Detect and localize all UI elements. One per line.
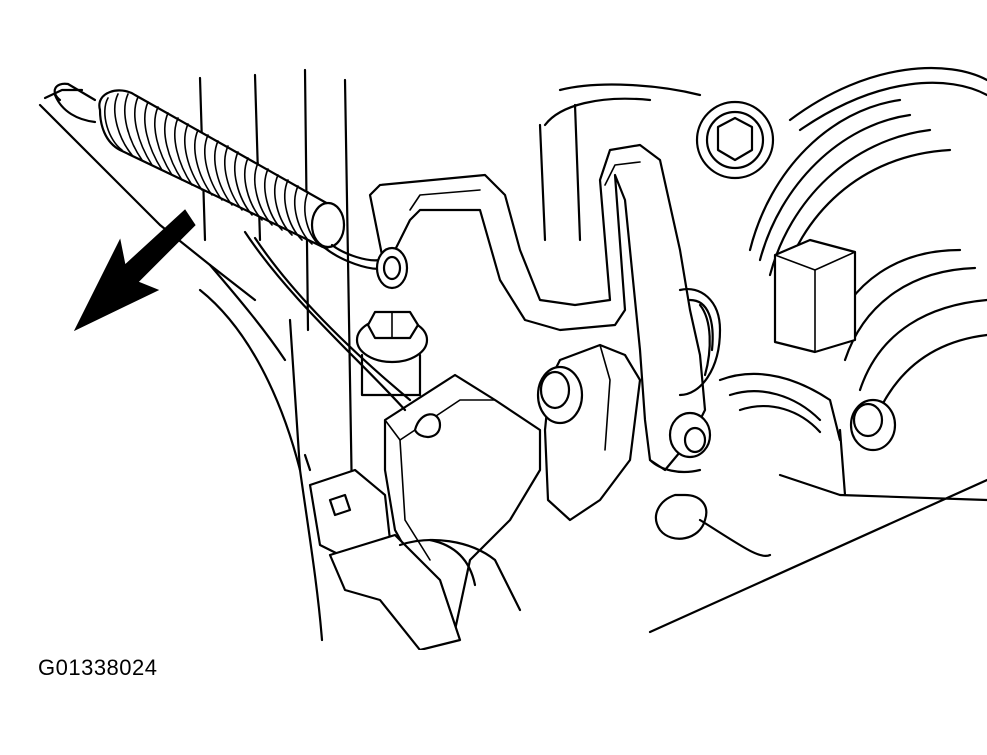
mounting-bolt [355,310,429,397]
parking-lever [536,343,642,522]
pin-right [849,398,897,452]
arrow-icon [73,209,196,332]
cable-hook [648,411,772,558]
spring-icon [53,82,412,412]
brake-assembly-illustration [38,67,987,650]
figure-code: G01338024 [38,655,158,680]
bolt-upper [695,100,775,180]
brake-drum [648,67,987,634]
adjuster-block [773,238,857,354]
adjuster-spring [678,287,842,442]
sensor-connector [303,453,522,650]
brake-bracket [368,83,707,472]
